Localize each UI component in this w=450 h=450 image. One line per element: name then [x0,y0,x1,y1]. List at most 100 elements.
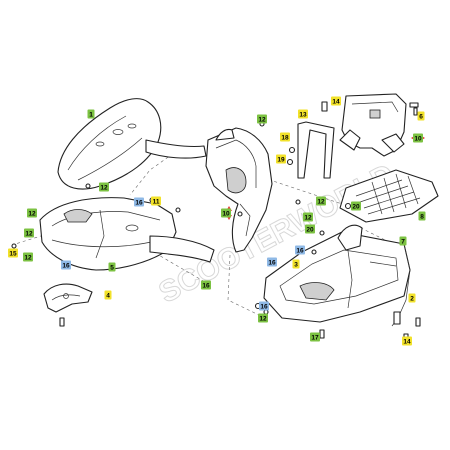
callout-12: 12 [303,212,313,222]
callout-14: 14 [402,336,412,346]
callout-18: 18 [280,132,290,142]
callout-number: 2 [410,295,414,302]
callout-number: 17 [311,334,319,341]
callout-number: 12 [24,254,32,261]
callout-3: 3 [292,259,300,269]
callout-badge [257,114,267,124]
callout-number: 14 [332,98,340,105]
callout-13: 13 [298,109,308,119]
callout-badge [24,228,34,238]
callout-6: 6 [417,111,425,121]
callout-number: 8 [420,213,424,220]
callout-12: 12 [99,182,109,192]
callout-badge [298,109,308,119]
floor-mat [339,169,439,223]
callout-12: 12 [27,208,37,218]
callout-11: 11 [151,196,161,206]
callout-badge [418,211,426,221]
callout-15: 15 [8,248,18,258]
callout-number: 12 [100,184,108,191]
callout-number: 7 [401,238,405,245]
callout-number: 12 [258,116,266,123]
callout-badge [27,208,37,218]
callout-number: 10 [414,135,422,142]
callout-badge [8,248,18,258]
hardware-bolts-top [321,101,419,116]
callout-badge [292,259,300,269]
callout-number: 6 [419,113,423,120]
hook-bracket [43,283,93,313]
callout-badge [402,336,412,346]
callout-badge [61,260,71,270]
callout-number: 11 [153,198,160,205]
callout-number: 14 [403,338,411,345]
callout-16: 16 [61,260,71,270]
callout-badge [351,201,361,211]
callout-number: 12 [28,210,36,217]
callout-number: 12 [317,198,325,205]
callout-badge [408,293,416,303]
callout-number: 3 [294,261,298,268]
callout-badge [258,313,268,323]
leg-shield-inner [205,127,273,253]
callout-number: 16 [62,262,70,269]
callout-number: 16 [268,259,276,266]
callout-10: 10 [221,208,231,218]
callout-number: 19 [277,156,285,163]
callout-layer: 1 12 13 14 6 18 10 19 12 16 11 10 12 12 12 8 20 12 15 12 20 7… [8,96,426,346]
callout-4: 4 [104,290,112,300]
callout-badge [305,224,315,234]
callout-10: 10 [413,133,423,143]
callout-badge [259,301,269,311]
callout-12: 12 [316,196,326,206]
callout-20: 20 [351,201,361,211]
callout-badge [295,245,305,255]
callout-number: 12 [304,214,312,221]
callout-16: 16 [134,197,144,207]
callout-17: 17 [310,332,320,342]
callout-number: 15 [9,250,17,257]
callout-number: 4 [106,292,110,299]
callout-12: 12 [24,228,34,238]
callout-badge [99,182,109,192]
front-fairing [57,98,207,190]
callout-badge [108,262,116,272]
callout-12: 12 [258,313,268,323]
lower-front-body [39,197,215,271]
callout-14: 14 [331,96,341,106]
callout-badge [413,133,423,143]
callout-badge [221,208,231,218]
callout-number: 16 [260,303,268,310]
callout-16: 16 [267,257,277,267]
callout-badge [303,212,313,222]
callout-number: 13 [299,111,307,118]
u-handle [297,121,335,179]
callout-number: 12 [259,315,267,322]
callout-number: 10 [222,210,230,217]
callout-number: 16 [202,282,210,289]
callout-badge [151,196,161,206]
callout-badge [417,111,425,121]
callout-badge [134,197,144,207]
callout-12: 12 [257,114,267,124]
callout-badge [276,154,286,164]
callout-16: 16 [259,301,269,311]
callout-badge [267,257,277,267]
screw-under-hook [59,317,65,327]
callout-number: 20 [306,226,314,233]
callout-badge [23,252,33,262]
callout-12: 12 [23,252,33,262]
callout-number: 20 [352,203,360,210]
callout-number: 5 [110,264,114,271]
callout-badge [104,290,112,300]
callout-16: 16 [295,245,305,255]
callout-number: 1 [89,111,93,118]
callout-7: 7 [399,236,407,246]
callout-19: 19 [276,154,286,164]
callout-badge [399,236,407,246]
callout-badge [310,332,320,342]
callout-badge [331,96,341,106]
callout-number: 16 [135,199,143,206]
